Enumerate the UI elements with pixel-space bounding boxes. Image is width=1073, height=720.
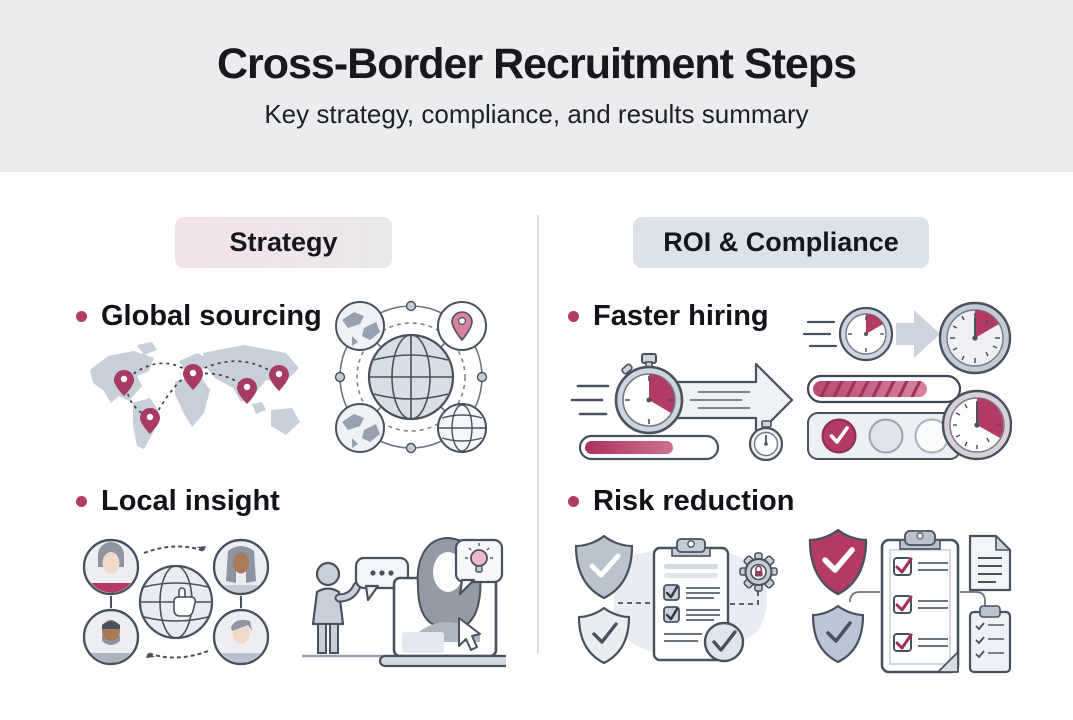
- shield-check-icon: [577, 606, 631, 665]
- shield-check-icon: [811, 604, 865, 664]
- idea-bubble-icon: [454, 538, 504, 614]
- bullet-icon: [76, 311, 87, 322]
- section-label: Faster hiring: [593, 300, 769, 332]
- bullet-icon: [568, 496, 579, 507]
- laptop-base: [378, 654, 506, 668]
- checkbox-row: [663, 584, 720, 601]
- checkbox-row: [893, 595, 948, 614]
- checklist-clipboard-icon: [880, 530, 960, 674]
- gear-lock-icon: [739, 552, 778, 592]
- shields-checklist-gear-icon: [574, 534, 778, 665]
- bullet-icon: [76, 496, 87, 507]
- clocks-progress-toggle-icon: [802, 301, 1012, 461]
- central-globe-icon: [367, 333, 455, 421]
- checkbox-row: [893, 557, 948, 576]
- page-title: Cross-Border Recruitment Steps: [216, 40, 857, 88]
- check-circle-icon: [703, 621, 745, 663]
- avatar-man-icon: [212, 608, 270, 666]
- section-label: Local insight: [101, 485, 280, 517]
- strategy-badge: Strategy: [175, 217, 392, 268]
- time-wedge: [649, 374, 675, 413]
- earth-icon: [335, 301, 385, 351]
- roi-compliance-badge: ROI & Compliance: [633, 217, 929, 268]
- cursor-arrow-icon: [458, 617, 481, 651]
- large-clock-icon: [938, 301, 1012, 375]
- avatars-around-globe-icon: [82, 538, 270, 666]
- section-local-insight: Local insight: [76, 485, 280, 518]
- large-clock-icon: [941, 389, 1012, 461]
- arrow-icon: [896, 310, 940, 358]
- earth-icon: [335, 403, 385, 453]
- pin-circle-icon: [437, 301, 487, 351]
- speeding-stopwatch-arrow-icon: [570, 353, 794, 462]
- page-subtitle: Key strategy, compliance, and results su…: [264, 99, 809, 129]
- stopwatch-icon: [614, 353, 684, 435]
- toggle-panel-icon: [807, 412, 961, 460]
- bullet-icon: [568, 311, 579, 322]
- video-call-laptop-icon: [302, 536, 506, 668]
- person-icon: [311, 561, 362, 654]
- location-pin-icon: [114, 364, 289, 434]
- shield-check-icon: [808, 528, 868, 596]
- small-stopwatch-icon: [748, 420, 784, 462]
- shield-check-icon: [574, 534, 634, 600]
- lightbulb-icon: [465, 543, 493, 573]
- progress-bar-icon: [578, 434, 720, 461]
- toggle-icon: [868, 418, 904, 454]
- avatar-woman-icon: [82, 538, 140, 596]
- toggle-checked-icon: [821, 418, 857, 454]
- globe-network-icon: [334, 300, 488, 454]
- wireframe-globe-icon: [437, 403, 487, 453]
- section-label: Global sourcing: [101, 300, 322, 332]
- section-faster-hiring: Faster hiring: [568, 300, 769, 333]
- checkbox-row: [893, 633, 948, 652]
- header: Cross-Border Recruitment Steps Key strat…: [0, 0, 1073, 172]
- hand-pointer-icon: [173, 587, 196, 617]
- globe-cursor-icon: [138, 564, 214, 640]
- small-clock-icon: [838, 306, 894, 362]
- column-divider: [537, 215, 539, 653]
- section-risk-reduction: Risk reduction: [568, 485, 794, 518]
- avatar-man-icon: [82, 608, 140, 666]
- shield-clipboard-documents-icon: [808, 528, 1012, 674]
- checklist-clipboard-icon: [652, 538, 745, 663]
- avatar-woman-icon: [212, 538, 270, 596]
- mini-clipboard-icon: [968, 605, 1012, 674]
- world-map-pins-icon: [90, 342, 300, 449]
- section-global-sourcing: Global sourcing: [76, 300, 322, 333]
- checkbox-row: [663, 606, 720, 623]
- document-icon: [968, 534, 1012, 592]
- hatched-progress-bar-icon: [806, 374, 962, 404]
- section-label: Risk reduction: [593, 485, 795, 517]
